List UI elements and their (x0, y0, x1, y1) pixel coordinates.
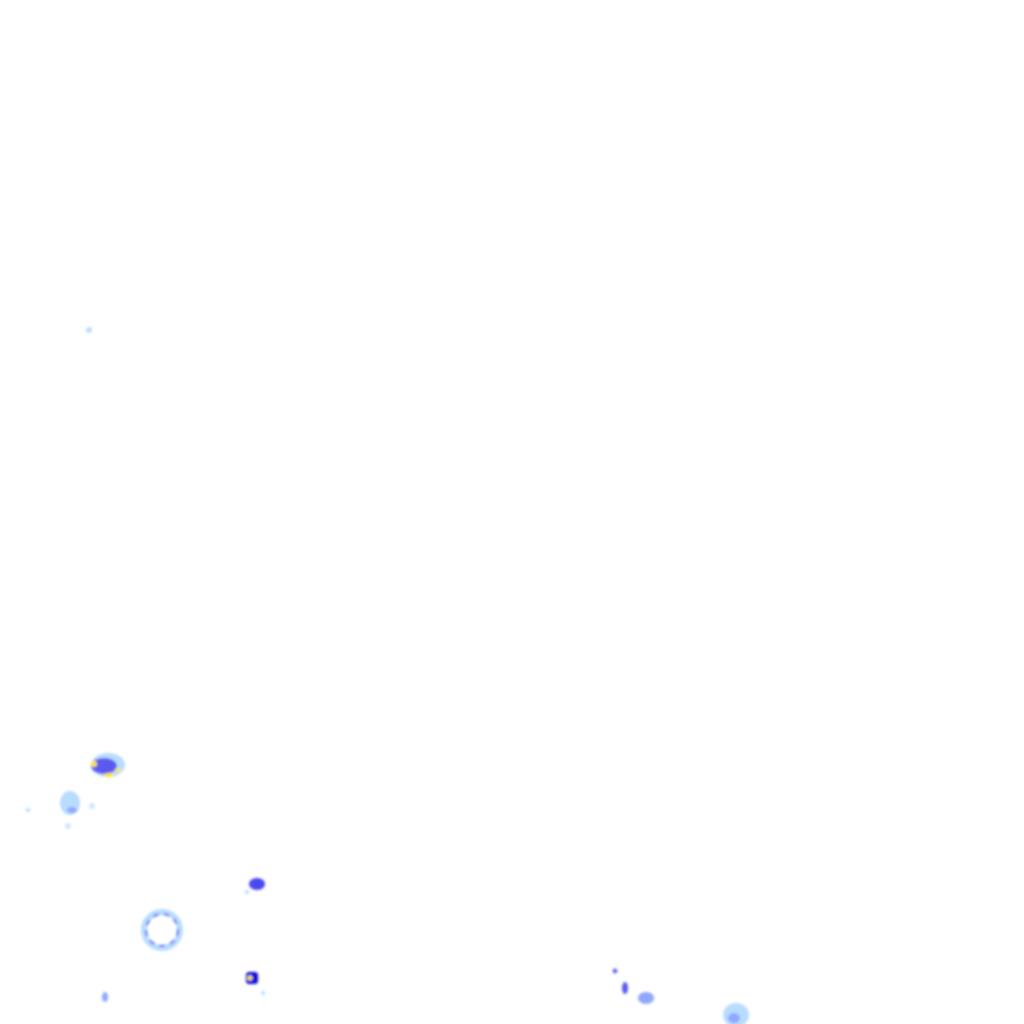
rain-cell (246, 972, 265, 995)
rain-cell (91, 753, 125, 777)
rain-cell (245, 878, 265, 894)
rain-cell (26, 327, 95, 829)
rain-cell (141, 909, 183, 951)
rain-cell (102, 968, 749, 1024)
